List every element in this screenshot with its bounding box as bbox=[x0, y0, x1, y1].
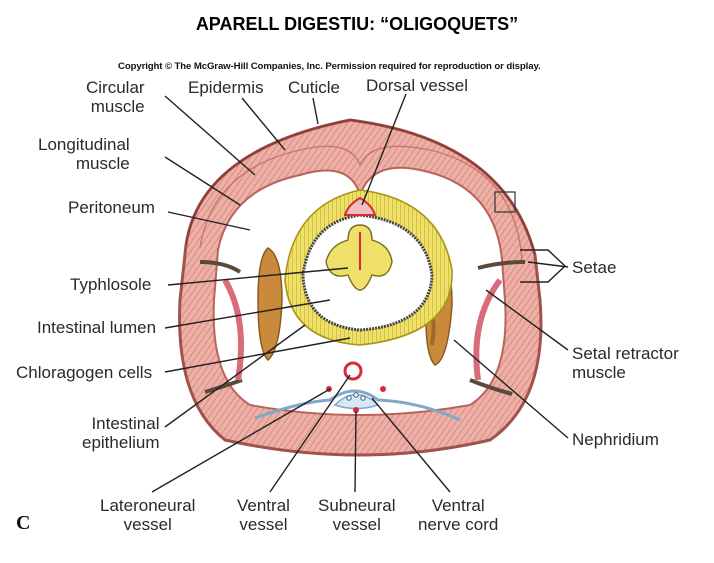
lateroneural-vessel-right bbox=[380, 386, 386, 392]
label-line: Longitudinal bbox=[38, 135, 130, 154]
label-line: Ventral bbox=[431, 496, 485, 515]
label-line: epithelium bbox=[82, 433, 160, 452]
label-ventral-vessel: Ventral vessel bbox=[237, 496, 290, 534]
nerve-dot-2 bbox=[353, 392, 359, 398]
label-epidermis: Epidermis bbox=[188, 78, 264, 97]
label-subneural-vessel: Subneural vessel bbox=[318, 496, 396, 534]
seta-right bbox=[477, 260, 526, 270]
nerve-dot-3 bbox=[360, 395, 366, 401]
label-setal-retractor-muscle: Setal retractor muscle bbox=[572, 344, 679, 382]
label-nephridium: Nephridium bbox=[572, 430, 659, 449]
seta-left-lower bbox=[204, 378, 243, 394]
label-typhlosole: Typhlosole bbox=[70, 275, 152, 294]
dorsal-vessel-shape bbox=[343, 196, 377, 216]
nerve-dot-1 bbox=[346, 395, 352, 401]
panel-letter: C bbox=[16, 512, 31, 534]
label-line: vessel bbox=[123, 515, 172, 534]
seta-right-lower bbox=[469, 378, 513, 396]
label-line: Circular bbox=[86, 78, 145, 97]
label-intestinal-lumen: Intestinal lumen bbox=[37, 318, 157, 337]
seta-left bbox=[199, 260, 242, 274]
ventral-vessel-shape bbox=[343, 361, 363, 381]
ventral-nerve-cord-shape bbox=[254, 389, 461, 422]
label-longitudinal-muscle: Longitudinal muscle bbox=[38, 135, 130, 173]
leader-lines bbox=[151, 93, 569, 493]
label-line: muscle bbox=[90, 97, 145, 116]
label-lateroneural-vessel: Lateroneural vessel bbox=[100, 496, 195, 534]
label-dorsal-vessel: Dorsal vessel bbox=[366, 76, 469, 95]
label-intestinal-epithelium: Intestinal epithelium bbox=[82, 414, 160, 452]
setal-retractor-muscle-right bbox=[473, 278, 503, 381]
copyright-notice: Copyright © The McGraw-Hill Companies, I… bbox=[118, 61, 541, 72]
label-chloragogen-cells: Chloragogen cells bbox=[16, 363, 153, 382]
label-line: muscle bbox=[75, 154, 130, 173]
label-line: vessel bbox=[332, 515, 381, 534]
label-cuticle: Cuticle bbox=[288, 78, 340, 97]
label-line: Lateroneural bbox=[100, 496, 196, 515]
label-line: Ventral bbox=[237, 496, 290, 515]
label-line: nerve cord bbox=[418, 515, 499, 534]
setae-bracket bbox=[520, 249, 567, 283]
label-line: Subneural bbox=[318, 496, 396, 515]
subneural-vessel-shape bbox=[353, 407, 359, 413]
label-setae: Setae bbox=[572, 258, 617, 277]
cuticle-layer bbox=[185, 119, 536, 256]
label-line: vessel bbox=[239, 515, 288, 534]
label-line: Intestinal bbox=[91, 414, 160, 433]
label-line: Setal retractor bbox=[572, 344, 679, 363]
setal-retractor-muscle-left bbox=[222, 278, 244, 381]
detail-box bbox=[494, 191, 516, 213]
longitudinal-muscle-band bbox=[199, 145, 523, 261]
label-ventral-nerve-cord: Ventral nerve cord bbox=[418, 496, 498, 534]
label-circular-muscle: Circular muscle bbox=[86, 78, 145, 116]
label-peritoneum: Peritoneum bbox=[68, 198, 155, 217]
page-title: APARELL DIGESTIU: “OLIGOQUETS” bbox=[195, 14, 519, 34]
label-line: muscle bbox=[572, 363, 626, 382]
